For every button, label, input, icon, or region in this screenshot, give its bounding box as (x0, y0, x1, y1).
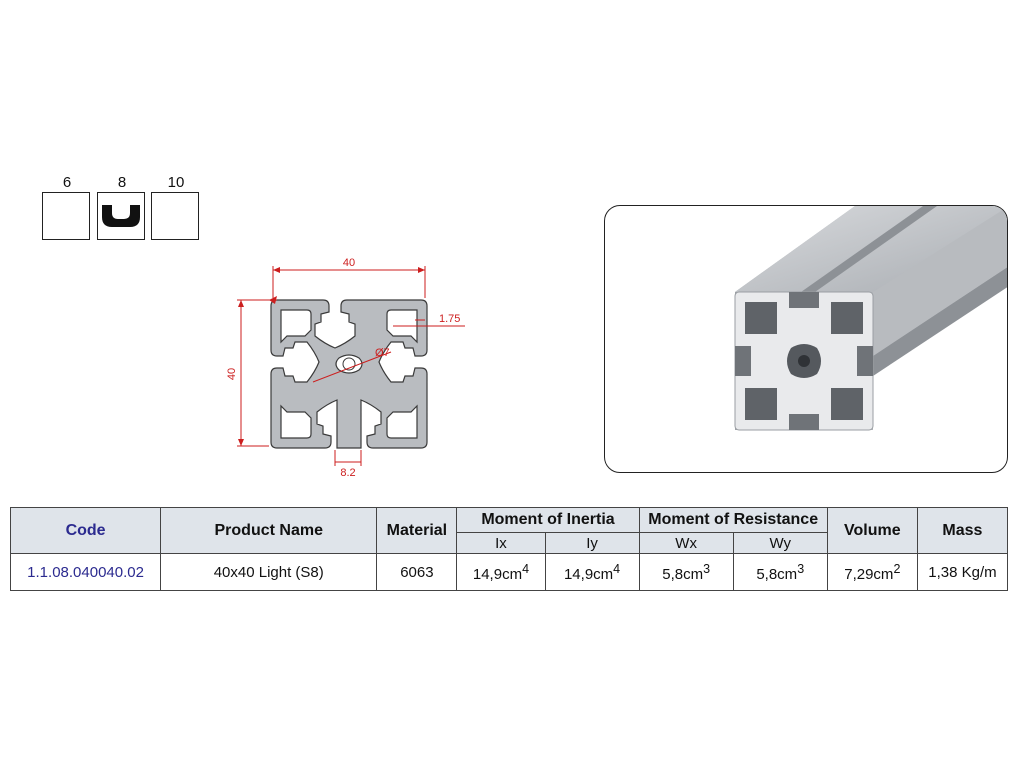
table-header-row: Code Product Name Material Moment of Ine… (9, 507, 1009, 554)
profile-render-frame (604, 205, 1008, 473)
cell-iy-value: 14,9cm (563, 565, 614, 583)
cell-wx: 5,8cm3 (638, 553, 734, 591)
wall-thickness-label: 1.75 (439, 313, 460, 325)
t-slot-icon (102, 205, 140, 227)
cell-iy-exponent: 4 (613, 561, 621, 576)
width-dimension-label: 40 (343, 257, 355, 269)
cell-volume: 7,29cm2 (826, 553, 918, 591)
header-product-name: Product Name (160, 507, 378, 554)
header-iy: Iy (544, 532, 640, 554)
header-code: Code (9, 507, 162, 554)
slot-size-option-6[interactable] (42, 192, 90, 240)
cell-volume-exponent: 2 (893, 561, 901, 576)
dimension-arrows (238, 267, 425, 446)
profile-front-face (734, 291, 874, 431)
specification-table: Code Product Name Material Moment of Ine… (9, 507, 1009, 591)
header-ix: Ix (456, 532, 546, 554)
header-mass: Mass (916, 507, 1009, 554)
cell-ix-value: 14,9cm (472, 565, 523, 583)
header-moment-of-inertia: Moment of Inertia (456, 507, 640, 533)
dimension-lines (237, 266, 465, 466)
cell-ix-exponent: 4 (522, 561, 530, 576)
header-wy: Wy (732, 532, 828, 554)
slot-width-label: 8.2 (340, 467, 355, 479)
cell-mass: 1,38 Kg/m (916, 553, 1009, 591)
cell-wx-value: 5,8cm (662, 565, 704, 583)
header-volume: Volume (826, 507, 918, 554)
profile-cross-section-drawing: 40 40 1.75 Ø7 8.2 (225, 252, 475, 482)
slot-size-selector: 6 8 10 (40, 172, 210, 244)
cell-wy-value: 5,8cm (756, 565, 798, 583)
height-dimension-label: 40 (226, 368, 238, 380)
slot-size-label-6: 6 (62, 174, 72, 191)
cell-code: 1.1.08.040040.02 (9, 553, 162, 591)
cell-iy: 14,9cm4 (544, 553, 640, 591)
table-row: 1.1.08.040040.02 40x40 Light (S8) 6063 1… (9, 553, 1009, 591)
cell-material: 6063 (376, 553, 458, 591)
cell-volume-value: 7,29cm (844, 565, 894, 583)
slot-size-label-10: 10 (167, 174, 185, 191)
cell-wy-exponent: 3 (797, 561, 805, 576)
profile-render-image (734, 206, 1007, 431)
cell-product-name: 40x40 Light (S8) (160, 553, 378, 591)
header-moment-of-resistance: Moment of Resistance (638, 507, 828, 533)
cell-wy: 5,8cm3 (732, 553, 828, 591)
bore-diameter-label: Ø7 (375, 347, 390, 359)
slot-size-option-8-selected[interactable] (97, 192, 145, 240)
table-subheader-row: Ix Iy Wx Wy (11, 532, 1008, 554)
profile-section (270, 299, 428, 449)
slot-size-option-10[interactable] (151, 192, 199, 240)
slot-size-label-8: 8 (117, 174, 127, 191)
cell-wx-exponent: 3 (703, 561, 711, 576)
header-material: Material (376, 507, 458, 554)
cell-ix: 14,9cm4 (456, 553, 546, 591)
header-wx: Wx (638, 532, 734, 554)
